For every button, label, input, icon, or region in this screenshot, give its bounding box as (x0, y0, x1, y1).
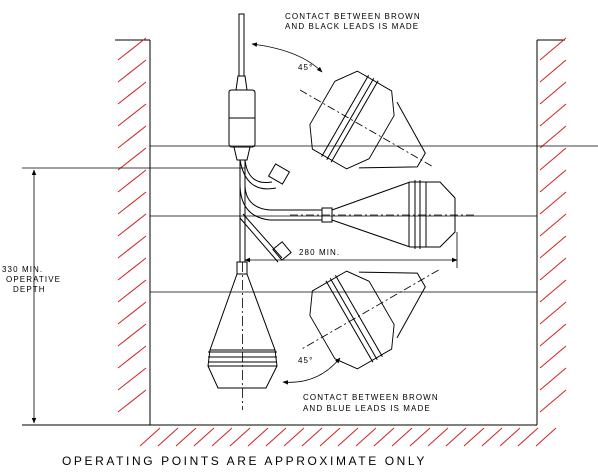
hatch-stroke (539, 103, 567, 127)
hatch-stroke (481, 427, 503, 447)
length-dimension (244, 232, 458, 268)
left-tank-wall (115, 37, 151, 425)
hatch-stroke (337, 427, 359, 447)
hatch-stroke (355, 427, 377, 447)
hatch-stroke (265, 427, 287, 447)
depth-label-line2: OPERATIVE (6, 275, 61, 284)
horizontal-float (239, 180, 475, 249)
hatch-stroke (117, 389, 147, 413)
hatch-stroke (409, 427, 431, 447)
hatch-stroke (117, 301, 147, 325)
bottom-note-line1: CONTACT BETWEEN BROWN (303, 393, 439, 402)
hatch-stroke (539, 323, 567, 347)
top-note-line2: AND BLACK LEADS IS MADE (285, 22, 419, 31)
length-label: 280 MIN. (299, 248, 340, 257)
lower-float-cable (242, 213, 283, 259)
hatch-stroke (139, 427, 161, 447)
hatch-stroke (499, 427, 521, 447)
hatch-stroke (247, 427, 269, 447)
level-lines (22, 145, 598, 293)
hatch-stroke (117, 279, 147, 303)
hatch-stroke (373, 427, 395, 447)
hanging-float (207, 261, 278, 389)
hatch-stroke (539, 345, 567, 369)
hatch-stroke (117, 323, 147, 347)
lower-float (299, 269, 439, 370)
depth-label-line3: DEPTH (13, 285, 46, 294)
bottom-angle-label: 45° (298, 356, 313, 365)
upper-float-cable-outer (239, 159, 277, 190)
hatch-stroke (539, 213, 567, 237)
hatch-stroke (535, 427, 557, 447)
lower-swing-arc (282, 357, 341, 385)
hatch-stroke (117, 59, 147, 83)
top-note-line1: CONTACT BETWEEN BROWN (285, 12, 421, 21)
hatch-stroke (539, 257, 567, 281)
hatch-stroke (117, 367, 147, 391)
hatch-stroke (539, 59, 567, 83)
hatch-stroke (301, 427, 323, 447)
right-tank-wall (536, 37, 567, 425)
hatch-stroke (391, 427, 413, 447)
hatch-stroke (117, 235, 147, 259)
hatch-stroke (539, 235, 567, 259)
lower-float-gland (272, 241, 292, 261)
hatch-stroke (193, 427, 215, 447)
hatch-stroke (117, 37, 147, 61)
hatch-stroke (539, 389, 567, 413)
hatch-stroke (539, 279, 567, 303)
bottom-note-line2: AND BLUE LEADS IS MADE (303, 404, 431, 413)
hatch-stroke (117, 169, 147, 193)
hatch-stroke (319, 427, 341, 447)
hatch-stroke (117, 147, 147, 171)
upper-swing-arc (251, 42, 323, 73)
depth-label-line1: 330 MIN. (2, 265, 43, 274)
lower-float-cable-outer (239, 217, 279, 263)
upper-float (299, 70, 435, 170)
hatch-stroke (539, 125, 567, 149)
hatch-stroke (539, 147, 567, 171)
hatch-stroke (117, 345, 147, 369)
upper-float-cable (244, 159, 273, 184)
hatch-stroke (117, 257, 147, 281)
top-angle-label: 45° (298, 63, 313, 72)
footer-note: OPERATING POINTS ARE APPROXIMATE ONLY (62, 454, 427, 468)
hatch-stroke (229, 427, 251, 447)
hatch-stroke (175, 427, 197, 447)
hatch-stroke (117, 103, 147, 127)
hatch-stroke (117, 125, 147, 149)
hatch-stroke (427, 427, 449, 447)
tank-floor (22, 424, 557, 447)
upper-float-gland (267, 163, 291, 185)
hatch-stroke (117, 191, 147, 215)
hatch-stroke (517, 427, 539, 447)
hatch-stroke (539, 81, 567, 105)
hatch-stroke (539, 169, 567, 193)
cable-assembly (228, 13, 256, 410)
hatch-stroke (157, 427, 179, 447)
hatch-stroke (539, 37, 567, 61)
hatch-stroke (539, 367, 567, 391)
hatch-stroke (117, 213, 147, 237)
hatch-stroke (283, 427, 305, 447)
hatch-stroke (117, 81, 147, 105)
hatch-stroke (211, 427, 233, 447)
hatch-stroke (445, 427, 467, 447)
hatch-stroke (539, 301, 567, 325)
hatch-stroke (463, 427, 485, 447)
hatch-stroke (539, 191, 567, 215)
